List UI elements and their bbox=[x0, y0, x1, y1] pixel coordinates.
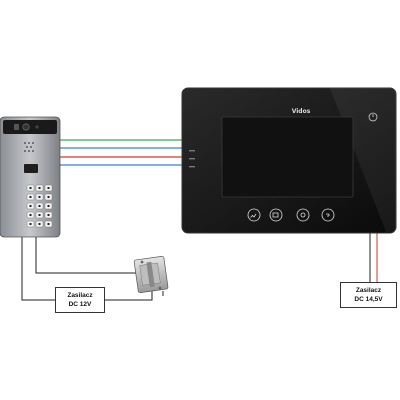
door-station bbox=[0, 116, 61, 238]
monitor-psu-wires bbox=[369, 232, 378, 282]
signal-wires bbox=[60, 139, 183, 166]
power-icon bbox=[368, 112, 378, 122]
video-monitor bbox=[181, 87, 397, 234]
psu-right-line1: Zasilacz bbox=[355, 287, 382, 294]
psu-left-line1: Zasilacz bbox=[67, 292, 93, 299]
psu-right-line2: DC 14,5V bbox=[354, 296, 383, 303]
menu-icon bbox=[296, 208, 310, 222]
speaker-grille bbox=[24, 142, 34, 152]
electric-lock bbox=[133, 255, 169, 294]
lock-wire-black bbox=[35, 236, 136, 274]
psu-left-line2: DC 12V bbox=[68, 301, 92, 308]
call-icon bbox=[247, 208, 261, 222]
lock-wire-psu bbox=[21, 236, 55, 301]
side-indicators bbox=[189, 150, 195, 168]
lock-wires bbox=[21, 236, 164, 301]
power-supply-left: Zasilacz DC 12V bbox=[55, 287, 105, 313]
monitor-screen bbox=[221, 116, 354, 198]
power-supply-right: Zasilacz DC 14,5V bbox=[340, 282, 397, 308]
monitor-brand: Vidos bbox=[291, 108, 311, 115]
psu-to-lock-wire bbox=[104, 291, 153, 301]
camera-lens-icon bbox=[22, 123, 30, 131]
camera-icon bbox=[269, 208, 283, 222]
key-icon bbox=[321, 208, 335, 222]
